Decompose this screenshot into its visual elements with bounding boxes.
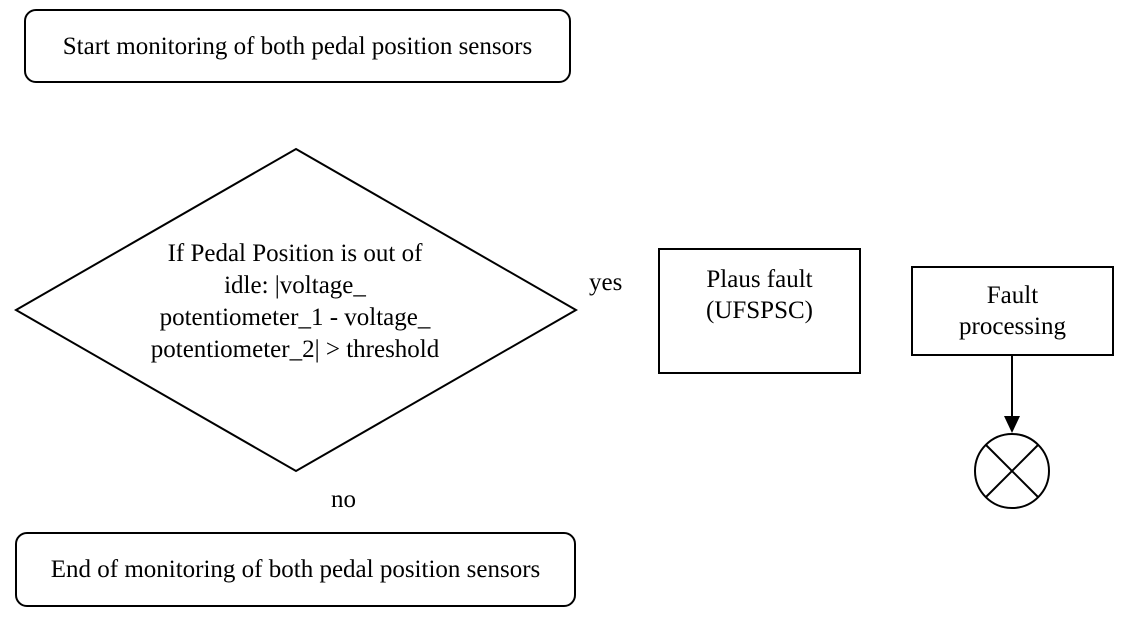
end-monitoring-box: End of monitoring of both pedal position…	[15, 532, 576, 607]
decision-diamond	[13, 147, 579, 473]
plaus-fault-box: Plaus fault (UFSPSC)	[658, 248, 861, 374]
fault-processing-line: Fault	[986, 282, 1039, 309]
start-monitoring-box: Start monitoring of both pedal position …	[24, 9, 571, 83]
arrowhead	[1004, 416, 1020, 433]
start-monitoring-text: Start monitoring of both pedal position …	[62, 32, 533, 60]
end-monitoring-text: End of monitoring of both pedal position…	[50, 556, 541, 583]
decision-line: potentiometer_1 - voltage_	[159, 304, 431, 331]
decision-line: idle: |voltage_	[224, 272, 366, 299]
decision-line: If Pedal Position is out of	[167, 240, 423, 267]
plaus-fault-code: (UFSPSC)	[706, 297, 813, 324]
no-branch-label: no	[331, 486, 356, 513]
crossed-circle-terminator-icon	[974, 433, 1050, 509]
fault-processing-line: processing	[959, 313, 1066, 340]
yes-branch-label: yes	[589, 269, 623, 296]
plaus-fault-title: Plaus fault	[706, 266, 813, 293]
fault-processing-box: Fault processing	[911, 266, 1114, 356]
decision-line: potentiometer_2| > threshold	[150, 336, 440, 363]
decision-condition-text: If Pedal Position is out of idle: |volta…	[120, 238, 470, 366]
